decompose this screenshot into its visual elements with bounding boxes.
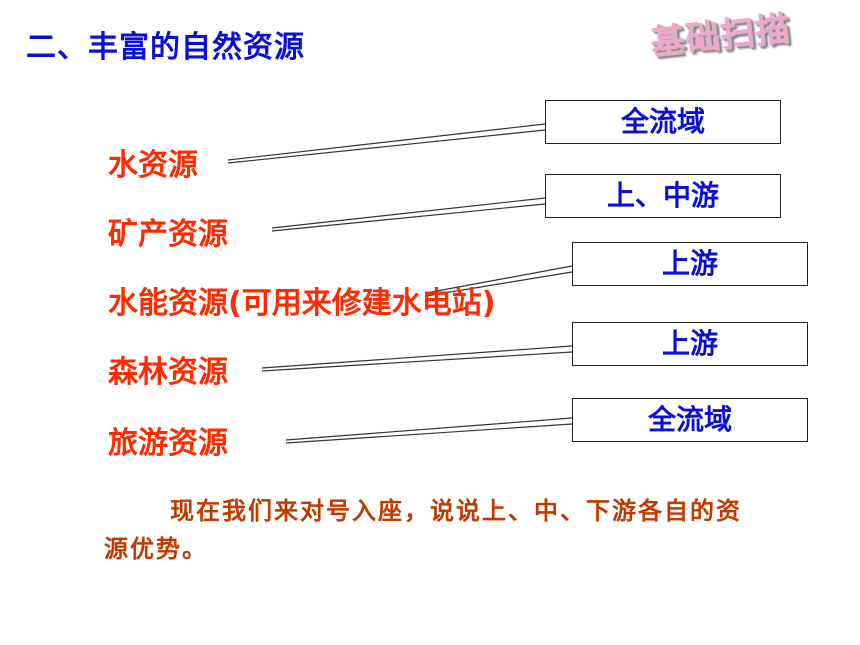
instruction-note: 现在我们来对号入座，说说上、中、下游各自的资源优势。 — [104, 496, 742, 563]
connector-line-water-2 — [227, 129, 546, 164]
resource-water: 水资源 — [108, 148, 198, 183]
range-box-mineral: 上、中游 — [545, 174, 781, 218]
resource-forest: 森林资源 — [108, 355, 228, 390]
connector-line-forest — [261, 345, 573, 369]
connector-line-tourism — [285, 417, 573, 441]
connector-line-forest-2 — [261, 351, 573, 372]
range-box-hydropower: 上游 — [572, 242, 808, 286]
connector-line-hydro — [425, 265, 573, 294]
resource-tourism: 旅游资源 — [108, 426, 228, 461]
resource-hydropower: 水能资源(可用来修建水电站) — [108, 286, 496, 321]
connector-line-tourism-2 — [285, 423, 573, 444]
resource-mineral: 矿产资源 — [108, 217, 228, 252]
connector-line-mineral-2 — [271, 203, 546, 232]
connector-line-water — [227, 123, 546, 161]
range-box-tourism: 全流域 — [572, 398, 808, 442]
range-box-water: 全流域 — [545, 100, 781, 144]
connector-line-hydro-2 — [425, 271, 573, 297]
slide-title: 二、丰富的自然资源 — [26, 30, 305, 65]
range-box-forest: 上游 — [572, 322, 808, 366]
connector-line-mineral — [271, 197, 546, 229]
